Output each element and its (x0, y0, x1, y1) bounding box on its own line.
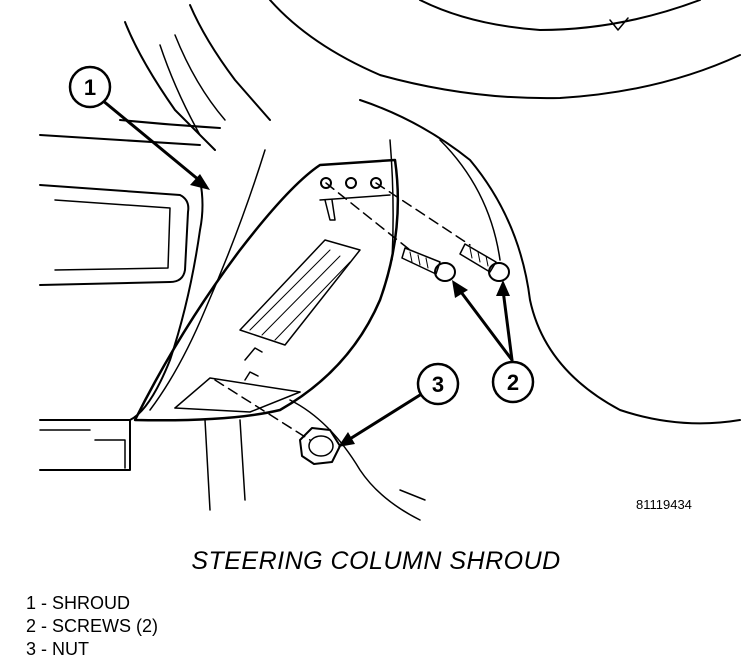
shroud-diagram: 1 2 3 (39, 0, 741, 521)
screw-right (459, 243, 510, 282)
figure-part-number: 81119434 (636, 497, 692, 512)
svg-text:2: 2 (507, 370, 519, 395)
svg-text:3: 3 (432, 372, 444, 397)
legend: 1 - SHROUD 2 - SCREWS (2) 3 - NUT (26, 592, 158, 661)
callout-1: 1 (68, 65, 112, 109)
arrowhead-2a (452, 280, 468, 298)
callout-2: 2 (491, 360, 535, 404)
leader-arrows (100, 98, 514, 444)
legend-item-screws: 2 - SCREWS (2) (26, 616, 159, 636)
svg-text:1: 1 (84, 75, 96, 100)
callout-3: 3 (416, 362, 460, 406)
arrowhead-2b (496, 280, 510, 296)
screw-left (401, 247, 456, 282)
arrowhead-1 (190, 174, 210, 190)
dash-panel-drawing (39, 99, 741, 521)
arrowhead-3 (338, 432, 355, 447)
nut (299, 427, 341, 465)
shroud-drawing (133, 158, 471, 441)
legend-item-shroud: 1 - SHROUD (26, 593, 131, 613)
legend-item-nut: 3 - NUT (26, 639, 89, 659)
figure-title: STEERING COLUMN SHROUD (191, 547, 561, 575)
steering-column-drawing (119, 0, 741, 151)
